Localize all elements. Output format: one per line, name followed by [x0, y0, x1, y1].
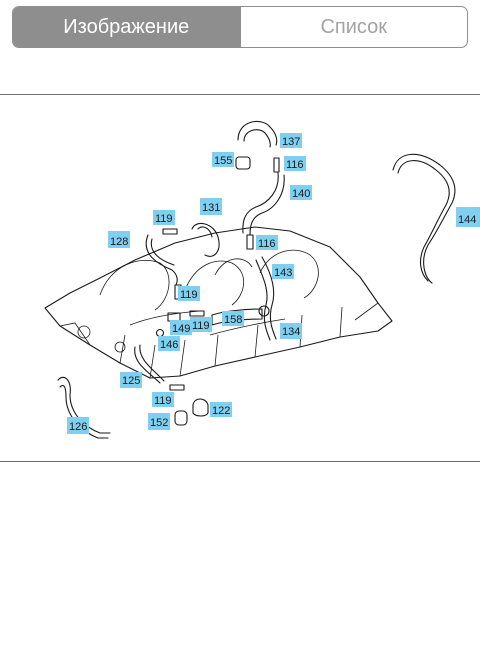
- callout-131[interactable]: 131: [200, 198, 222, 215]
- callout-155[interactable]: 155: [212, 152, 234, 167]
- hose-143: [255, 256, 277, 341]
- top-divider: [0, 94, 480, 95]
- hose-128: [145, 234, 178, 286]
- elbow-122: [192, 398, 209, 417]
- callout-125[interactable]: 125: [120, 372, 142, 388]
- fitting-146: [155, 328, 165, 338]
- callout-143[interactable]: 143: [272, 264, 294, 279]
- clamp-152: [174, 410, 188, 426]
- svg-text:131: 131: [202, 202, 220, 214]
- tab-image[interactable]: Изображение: [13, 7, 240, 47]
- hose-125: [134, 344, 165, 384]
- svg-text:144: 144: [458, 214, 476, 226]
- valve-119-low: [169, 384, 185, 391]
- callout-116[interactable]: 116: [284, 156, 306, 171]
- svg-text:119: 119: [192, 320, 210, 332]
- parts-diagram-drawing: 137 155 116 140 144 131 119 128 116 143 …: [44, 120, 480, 439]
- callout-140[interactable]: 140: [290, 185, 312, 200]
- clamp-155: [235, 156, 251, 170]
- bottom-divider: [0, 461, 480, 462]
- svg-text:122: 122: [212, 405, 230, 417]
- svg-text:143: 143: [274, 267, 292, 279]
- callout-119-a[interactable]: 119: [153, 210, 175, 225]
- callout-119-c[interactable]: 119: [190, 317, 212, 332]
- callout-137[interactable]: 137: [280, 133, 302, 148]
- callout-119-d[interactable]: 119: [152, 392, 174, 407]
- callout-128[interactable]: 128: [108, 231, 130, 248]
- svg-text:140: 140: [292, 188, 310, 200]
- svg-text:116: 116: [258, 238, 276, 250]
- callout-152[interactable]: 152: [148, 413, 170, 430]
- parts-diagram[interactable]: 137 155 116 140 144 131 119 128 116 143 …: [0, 95, 480, 461]
- view-segmented-control: Изображение Список: [12, 6, 468, 48]
- callout-126[interactable]: 126: [67, 417, 89, 434]
- callout-119-b[interactable]: 119: [178, 286, 200, 301]
- callout-144[interactable]: 144: [456, 207, 480, 227]
- svg-text:126: 126: [69, 421, 87, 433]
- callout-116-b[interactable]: 116: [256, 235, 278, 250]
- hose-137: [237, 120, 278, 148]
- svg-text:137: 137: [282, 136, 300, 148]
- svg-text:149: 149: [172, 323, 190, 335]
- tab-list[interactable]: Список: [239, 7, 468, 47]
- svg-text:125: 125: [122, 375, 140, 387]
- hose-144: [392, 153, 456, 284]
- svg-text:134: 134: [282, 326, 300, 338]
- svg-text:119: 119: [155, 213, 173, 225]
- valve-116-top: [273, 157, 280, 173]
- callout-158[interactable]: 158: [222, 311, 244, 326]
- callout-122[interactable]: 122: [210, 402, 232, 417]
- svg-text:152: 152: [150, 417, 168, 429]
- valve-119-right: [189, 310, 205, 317]
- hose-131: [191, 222, 220, 257]
- svg-text:158: 158: [224, 314, 242, 326]
- svg-text:146: 146: [160, 339, 178, 351]
- svg-text:119: 119: [180, 289, 198, 301]
- svg-text:119: 119: [154, 395, 172, 407]
- ring-158: [258, 305, 270, 317]
- hose-140: [242, 172, 285, 236]
- callout-149[interactable]: 149: [170, 320, 192, 335]
- svg-text:116: 116: [286, 159, 304, 171]
- valve-116-mid: [246, 234, 254, 250]
- callout-134[interactable]: 134: [280, 323, 302, 339]
- svg-text:155: 155: [214, 155, 232, 167]
- svg-text:128: 128: [110, 236, 128, 248]
- valve-119-top: [162, 228, 178, 235]
- callout-146[interactable]: 146: [158, 336, 180, 351]
